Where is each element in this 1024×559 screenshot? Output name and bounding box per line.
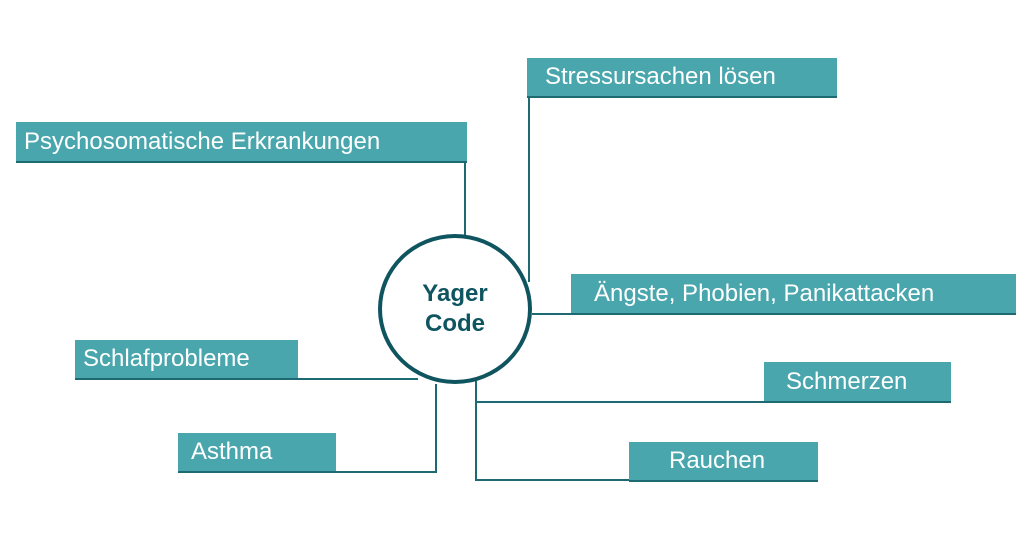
node-label: Schmerzen (786, 367, 908, 395)
node-aengste: Ängste, Phobien, Panikattacken (571, 274, 1016, 315)
node-stressursachen: Stressursachen lösen (527, 58, 837, 98)
node-label: Asthma (191, 438, 273, 465)
center-label-line2: Code (425, 310, 485, 337)
center-label-line1: Yager (422, 280, 488, 307)
node-psychosomatische: Psychosomatische Erkrankungen (16, 122, 467, 163)
node-asthma: Asthma (178, 433, 336, 473)
node-schlafprobleme: Schlafprobleme (75, 340, 298, 380)
connector-asthma (336, 384, 437, 473)
node-label: Stressursachen lösen (545, 63, 776, 90)
node-label: Psychosomatische Erkrankungen (24, 127, 381, 155)
node-schmerzen: Schmerzen (764, 362, 951, 403)
center-circle: Yager Code (378, 234, 532, 384)
node-label: Rauchen (669, 447, 766, 474)
node-label: Schlafprobleme (83, 345, 250, 372)
node-rauchen: Rauchen (629, 442, 818, 482)
node-label: Ängste, Phobien, Panikattacken (594, 279, 935, 307)
connector-rauchen (475, 402, 631, 481)
